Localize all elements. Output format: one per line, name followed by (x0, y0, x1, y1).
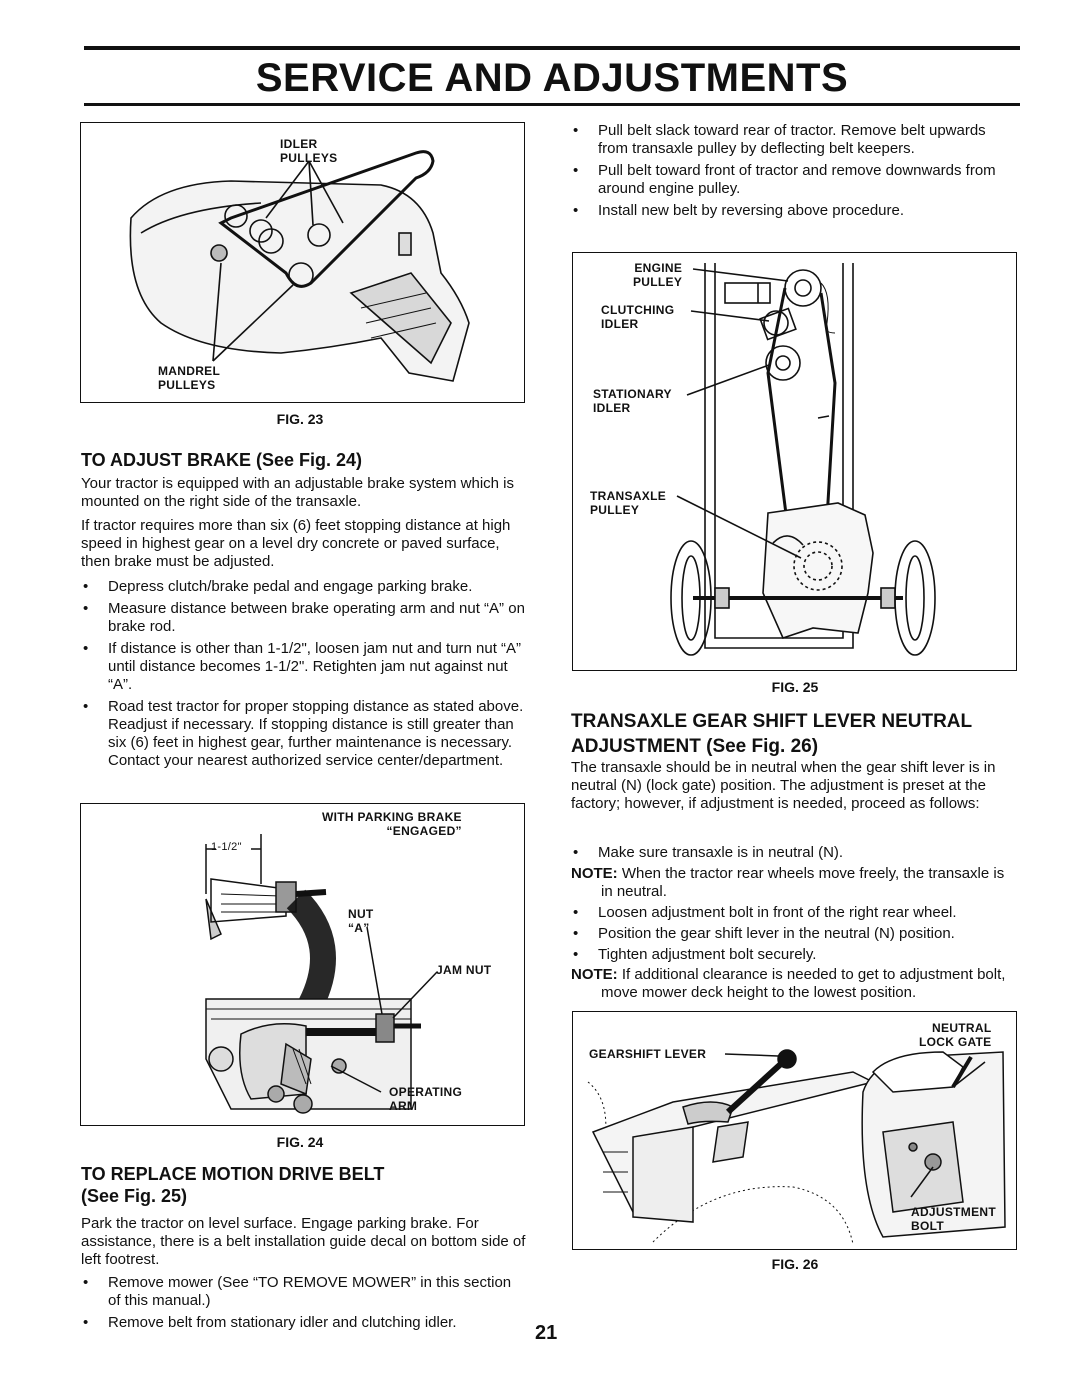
belt-steps-right: Pull belt slack toward rear of tractor. … (571, 122, 1018, 224)
note-label: NOTE: (571, 865, 618, 882)
fig24-illustration: WITH PARKING BRAKE “ENGAGED” 1-1/2" NUT … (80, 803, 525, 1126)
idler-pulleys-label: IDLER PULLEYS (280, 137, 338, 165)
shift-heading: TRANSAXLE GEAR SHIFT LEVER NEUTRAL ADJUS… (571, 711, 972, 757)
brake-condition: If tractor requires more than six (6) fe… (81, 517, 511, 570)
engine-pulley-label: ENGINE PULLEY (633, 261, 683, 289)
nut-a-label: NUT “A” (348, 907, 374, 935)
brake-intro: Your tractor is equipped with an adjusta… (81, 475, 515, 510)
transaxle-pulley-label: TRANSAXLE PULLEY (590, 489, 667, 517)
list-item: Tighten adjustment bolt securely. (571, 946, 1018, 964)
list-item: Remove mower (See “TO REMOVE MOWER” in t… (81, 1274, 526, 1310)
list-item: If distance is other than 1-1/2", loosen… (81, 640, 526, 694)
belt-steps-left: Remove mower (See “TO REMOVE MOWER” in t… (81, 1274, 526, 1336)
shift-note-2: NOTE: If additional clearance is needed … (571, 966, 1018, 1002)
note-text: If additional clearance is needed to get… (601, 966, 1006, 1001)
page-number: 21 (535, 1322, 558, 1344)
adjustment-bolt-label: ADJUSTMENT BOLT (911, 1205, 997, 1233)
dimension-label: 1-1/2" (211, 841, 242, 853)
clutching-idler-label: CLUTCHING IDLER (601, 303, 675, 331)
fig25-caption: FIG. 25 (771, 679, 819, 695)
list-item: Road test tractor for proper stopping di… (81, 698, 526, 770)
shift-note-1: NOTE: When the tractor rear wheels move … (571, 865, 1018, 901)
mandrel-pulleys-label: MANDREL PULLEYS (158, 364, 221, 392)
stationary-idler-label: STATIONARY IDLER (593, 387, 672, 415)
fig23-caption: FIG. 23 (276, 411, 324, 427)
list-item: Measure distance between brake operating… (81, 600, 526, 636)
brake-heading: TO ADJUST BRAKE (See Fig. 24) (81, 450, 363, 470)
brake-steps: Depress clutch/brake pedal and engage pa… (81, 578, 526, 774)
fig26-illustration: GEARSHIFT LEVER NEUTRAL LOCK GATE ADJUST… (572, 1011, 1017, 1250)
fig24-caption: FIG. 24 (276, 1134, 324, 1150)
list-item: Loosen adjustment bolt in front of the r… (571, 904, 1018, 922)
list-item: Remove belt from stationary idler and cl… (81, 1314, 526, 1332)
shift-step-1: Make sure transaxle is in neutral (N). (571, 844, 1018, 866)
jam-nut-label: JAM NUT (436, 963, 492, 977)
list-item: Pull belt toward front of tractor and re… (571, 162, 1018, 198)
page-title: SERVICE AND ADJUSTMENTS (255, 56, 849, 100)
list-item: Install new belt by reversing above proc… (571, 202, 1018, 220)
neutral-lock-gate-label: NEUTRAL LOCK GATE (919, 1021, 992, 1049)
note-label: NOTE: (571, 966, 618, 983)
fig23-illustration: IDLER PULLEYS MANDREL PULLEYS (80, 122, 525, 403)
shift-intro: The transaxle should be in neutral when … (571, 759, 996, 812)
list-item: Position the gear shift lever in the neu… (571, 925, 1018, 943)
top-rule (84, 46, 1020, 50)
belt-intro: Park the tractor on level surface. Engag… (81, 1215, 526, 1268)
list-item: Depress clutch/brake pedal and engage pa… (81, 578, 526, 596)
parking-brake-label: WITH PARKING BRAKE “ENGAGED” (322, 810, 462, 838)
gearshift-lever-label: GEARSHIFT LEVER (589, 1047, 707, 1061)
operating-arm-label: OPERATING ARM (389, 1085, 463, 1113)
belt-heading: TO REPLACE MOTION DRIVE BELT (See Fig. 2… (81, 1164, 385, 1206)
note-text: When the tractor rear wheels move freely… (601, 865, 1005, 900)
shift-steps-2: Loosen adjustment bolt in front of the r… (571, 904, 1018, 967)
list-item: Pull belt slack toward rear of tractor. … (571, 122, 1018, 158)
title-underline (84, 103, 1020, 106)
fig26-caption: FIG. 26 (771, 1256, 819, 1272)
list-item: Make sure transaxle is in neutral (N). (571, 844, 1018, 862)
fig25-illustration: ENGINE PULLEY CLUTCHING IDLER STATIONARY… (572, 252, 1017, 671)
